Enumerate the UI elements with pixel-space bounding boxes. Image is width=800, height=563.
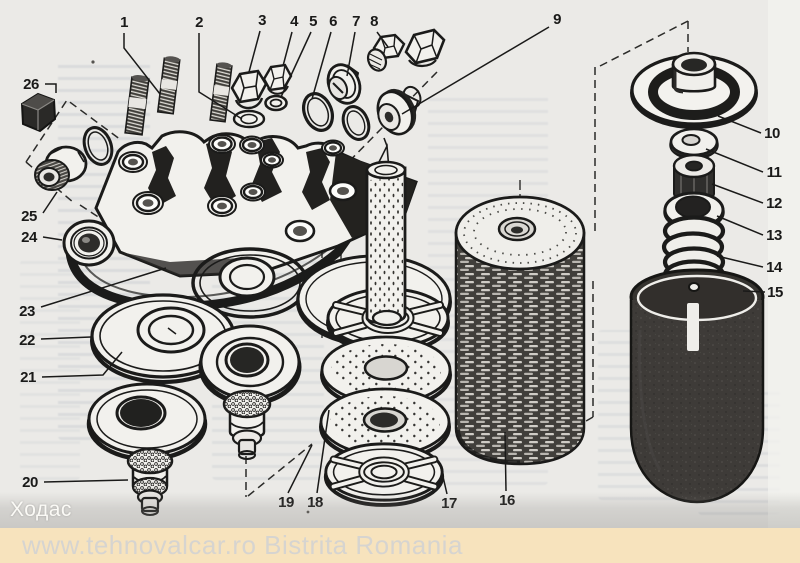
callout-leader-15 <box>742 290 766 293</box>
callout-leader-14 <box>716 255 764 268</box>
callout-17: 17 <box>441 495 457 512</box>
watermark-overlay-text: Ходас <box>10 498 72 521</box>
callout-11: 11 <box>767 164 782 181</box>
callout-23: 23 <box>19 303 35 320</box>
mounting-studs <box>124 56 233 136</box>
threaded-bushing-25 <box>34 145 88 191</box>
washer-11 <box>669 127 719 160</box>
callout-13: 13 <box>766 227 782 244</box>
callout-leader-17 <box>440 467 448 495</box>
callout-leader-1 <box>123 33 161 95</box>
callout-leader-10 <box>717 115 762 134</box>
hex-plug-top <box>404 28 446 68</box>
callout-leader-18 <box>316 409 330 494</box>
callout-leader-26 <box>45 83 57 93</box>
callout-6: 6 <box>329 13 337 30</box>
callout-leader-25 <box>42 191 58 214</box>
callout-leader-5 <box>280 31 312 98</box>
relief-valve-20 <box>126 447 174 516</box>
flanged-union <box>376 85 422 136</box>
callout-leader-3 <box>248 30 261 73</box>
callout-24: 24 <box>21 229 38 246</box>
diaphragm-disc-21 <box>86 382 208 462</box>
callout-5: 5 <box>309 13 317 30</box>
watermark-banner: www.tehnovalcar.ro Bistrita Romania <box>0 528 800 563</box>
callout-leader-20 <box>43 479 129 483</box>
valve-seat-disc <box>198 324 302 406</box>
scan-specks <box>91 60 310 514</box>
callout-leader-4 <box>282 31 293 67</box>
callout-3: 3 <box>258 12 266 29</box>
o-ring-seal <box>302 92 334 132</box>
callout-26: 26 <box>23 76 39 93</box>
plate-center-hole <box>370 412 398 428</box>
callout-10: 10 <box>764 125 780 142</box>
bushing-12 <box>672 153 716 201</box>
callout-22: 22 <box>19 332 35 349</box>
callout-19: 19 <box>278 494 294 511</box>
hex-bolt-small <box>262 63 293 95</box>
filter-head-casting <box>62 130 418 311</box>
gasket-ring <box>82 126 114 166</box>
scan-edge-light <box>768 0 800 563</box>
callout-leader-21 <box>41 351 123 378</box>
callout-16: 16 <box>499 492 515 509</box>
watermark-banner-text: www.tehnovalcar.ro Bistrita Romania <box>22 530 463 560</box>
stud <box>156 56 181 115</box>
callout-leader-13 <box>716 215 764 236</box>
callout-4: 4 <box>290 13 299 30</box>
bolt-holes <box>118 134 358 243</box>
callout-leader-2 <box>198 33 243 120</box>
hex-bolt-large <box>230 69 268 129</box>
callout-12: 12 <box>766 195 782 212</box>
stud <box>124 75 150 136</box>
stud <box>209 62 233 123</box>
callout-leader-6 <box>311 31 332 100</box>
callout-2: 2 <box>195 14 203 31</box>
callout-leader-12 <box>711 183 764 204</box>
callout-leader-8 <box>376 31 389 48</box>
callout-14: 14 <box>766 259 783 276</box>
spoked-plate <box>326 444 442 505</box>
callout-21: 21 <box>20 369 36 386</box>
o-ring-seal <box>341 105 371 141</box>
relief-valve-bypass <box>222 389 272 460</box>
cover-plate-disc-10 <box>630 51 758 129</box>
callout-leader-11 <box>705 148 764 173</box>
flanged-plug <box>326 63 362 105</box>
flat-washer <box>264 94 288 112</box>
filter-element-16 <box>454 195 586 466</box>
callout-leader-23 <box>40 267 167 308</box>
callout-18: 18 <box>307 494 323 511</box>
callout-leader-9 <box>401 26 550 115</box>
hex-union-fitting <box>366 33 406 72</box>
callout-leader-22 <box>40 336 92 340</box>
callout-leader-24 <box>42 236 63 241</box>
callout-25: 25 <box>21 208 37 225</box>
callout-leader-7 <box>346 31 356 77</box>
callout-leader-19 <box>287 444 313 494</box>
oil-bowl-15 <box>629 268 765 504</box>
callout-9: 9 <box>553 11 561 28</box>
hex-plug-26 <box>20 92 57 133</box>
callout-leader-16 <box>504 431 507 492</box>
callout-1: 1 <box>120 14 128 31</box>
perforated-center-tube <box>365 137 407 327</box>
callout-15: 15 <box>767 284 783 301</box>
callout-20: 20 <box>22 474 38 491</box>
callout-8: 8 <box>370 13 378 30</box>
callout-7: 7 <box>352 13 360 30</box>
threaded-port <box>62 219 116 267</box>
